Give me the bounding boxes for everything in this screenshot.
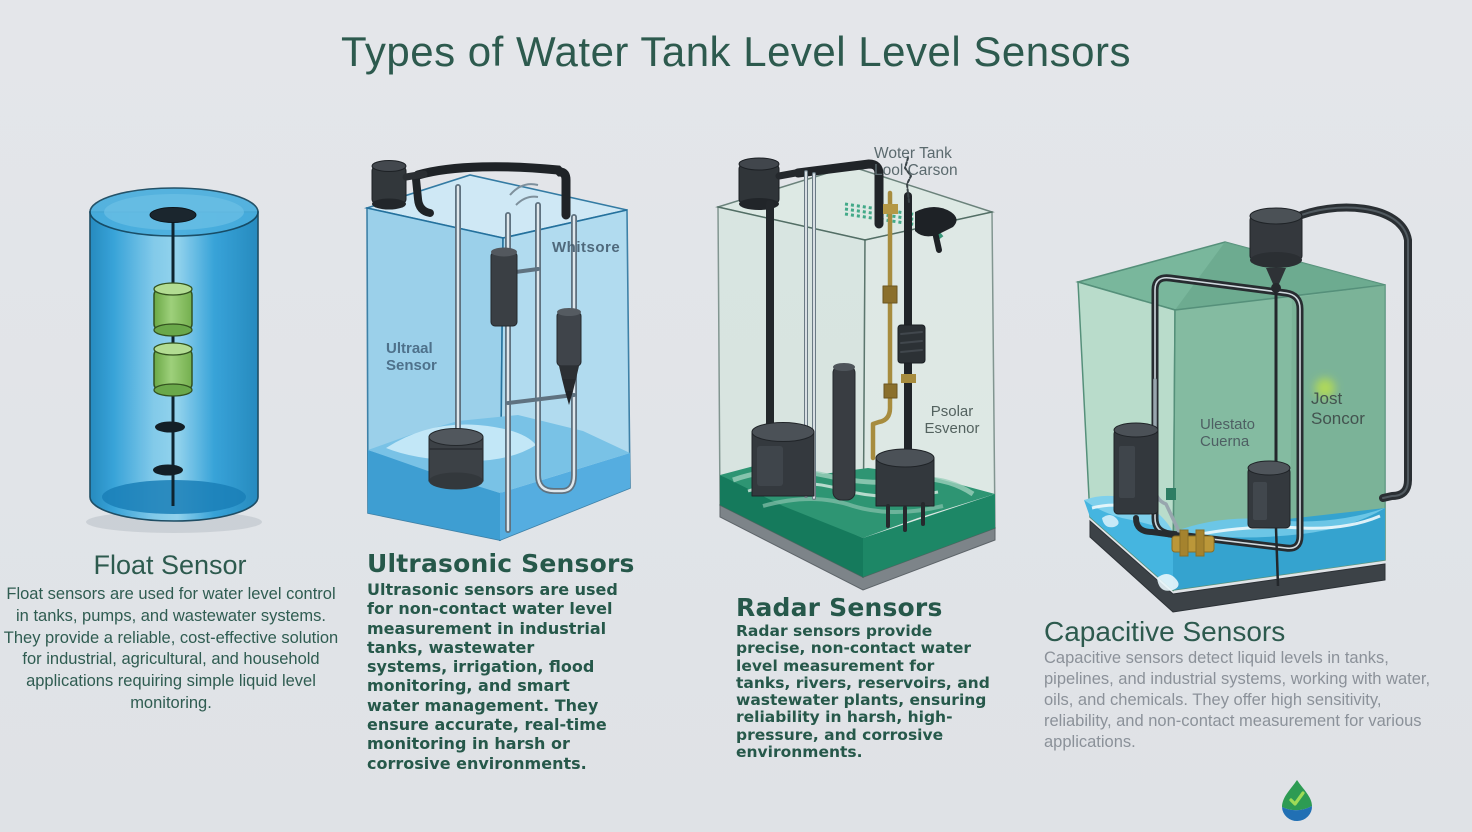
ultrasonic-illustration xyxy=(363,160,631,542)
radar-garbled-label-top: Woter Tank Lool Carson xyxy=(874,145,958,179)
ultrasonic-sensors-title: Ultrasonic Sensors xyxy=(367,549,635,578)
ultrasonic-sensors-description: Ultrasonic sensors are used for non-cont… xyxy=(367,580,618,773)
page-title: Types of Water Tank Level Level Sensors xyxy=(341,28,1131,75)
float-sensor-description: Float sensors are used for water level c… xyxy=(3,585,339,712)
capacitive-valve-handle xyxy=(1166,488,1176,500)
ultrasonic-center-cylinder xyxy=(490,247,518,327)
water-drop-logo xyxy=(1282,780,1313,822)
capacitive-glow xyxy=(1315,378,1335,398)
ultrasonic-bottom-drum xyxy=(428,428,484,490)
ultrasonic-garbled-label-left: Ultraal Sensor xyxy=(386,340,437,374)
radar-center-cylinder xyxy=(832,364,856,501)
radar-antenna-icon xyxy=(904,157,912,203)
logo-wave-bottom xyxy=(1282,806,1313,822)
radar-illustration xyxy=(715,157,996,591)
radar-equipment xyxy=(738,157,957,532)
radar-rim-clamp xyxy=(915,207,957,253)
float-sensor-assembly xyxy=(149,207,197,506)
sound-wave-icon xyxy=(509,183,539,206)
float-stop-disc-lower xyxy=(153,464,183,476)
capacitive-garbled-label-left: Ulestato Cuerna xyxy=(1200,416,1256,450)
float-sensor-title: Float Sensor xyxy=(93,550,247,580)
capacitive-sensors-description: Capacitive sensors detect liquid levels … xyxy=(1044,649,1431,751)
float-upper-float xyxy=(153,282,193,337)
radar-left-sensor-head xyxy=(738,157,805,210)
radar-brass-pipe xyxy=(870,190,898,461)
logo-leaf-top xyxy=(1282,780,1312,811)
ultrasonic-top-sensor xyxy=(371,160,571,220)
capacitive-brass-valve xyxy=(1166,488,1215,557)
capacitive-garbled-label-right: Jost Soncor xyxy=(1311,389,1365,428)
ultrasonic-submerged-units xyxy=(428,247,582,490)
radar-left-canister xyxy=(751,422,815,497)
radar-top-pipe xyxy=(793,159,884,229)
radar-right-pole-assembly xyxy=(897,192,926,464)
radar-garbled-label-inner: Psolar Esvenor xyxy=(924,403,980,437)
float-stop-disc-upper xyxy=(155,421,185,433)
float-top-disc xyxy=(149,207,197,223)
radar-sensors-description: Radar sensors provide precise, non-conta… xyxy=(736,622,990,762)
radar-bottom-drum xyxy=(875,448,935,532)
radar-sensors-title: Radar Sensors xyxy=(736,593,943,622)
capacitive-top-drum xyxy=(1249,207,1303,587)
capacitive-center-canister xyxy=(1247,460,1291,529)
ultrasonic-top-pipe xyxy=(413,162,571,220)
ultrasonic-pipes xyxy=(455,184,577,533)
capacitive-left-canister xyxy=(1113,422,1159,515)
logo-check-icon xyxy=(1289,791,1305,806)
ultrasonic-garbled-label-right: Whitsore xyxy=(552,239,621,256)
float-lower-float xyxy=(153,342,193,397)
capacitive-illustration xyxy=(1075,203,1412,613)
float-sensor-illustration xyxy=(86,187,262,533)
ultrasonic-right-transducer xyxy=(556,308,582,405)
capacitive-sensors-title: Capacitive Sensors xyxy=(1044,616,1286,647)
